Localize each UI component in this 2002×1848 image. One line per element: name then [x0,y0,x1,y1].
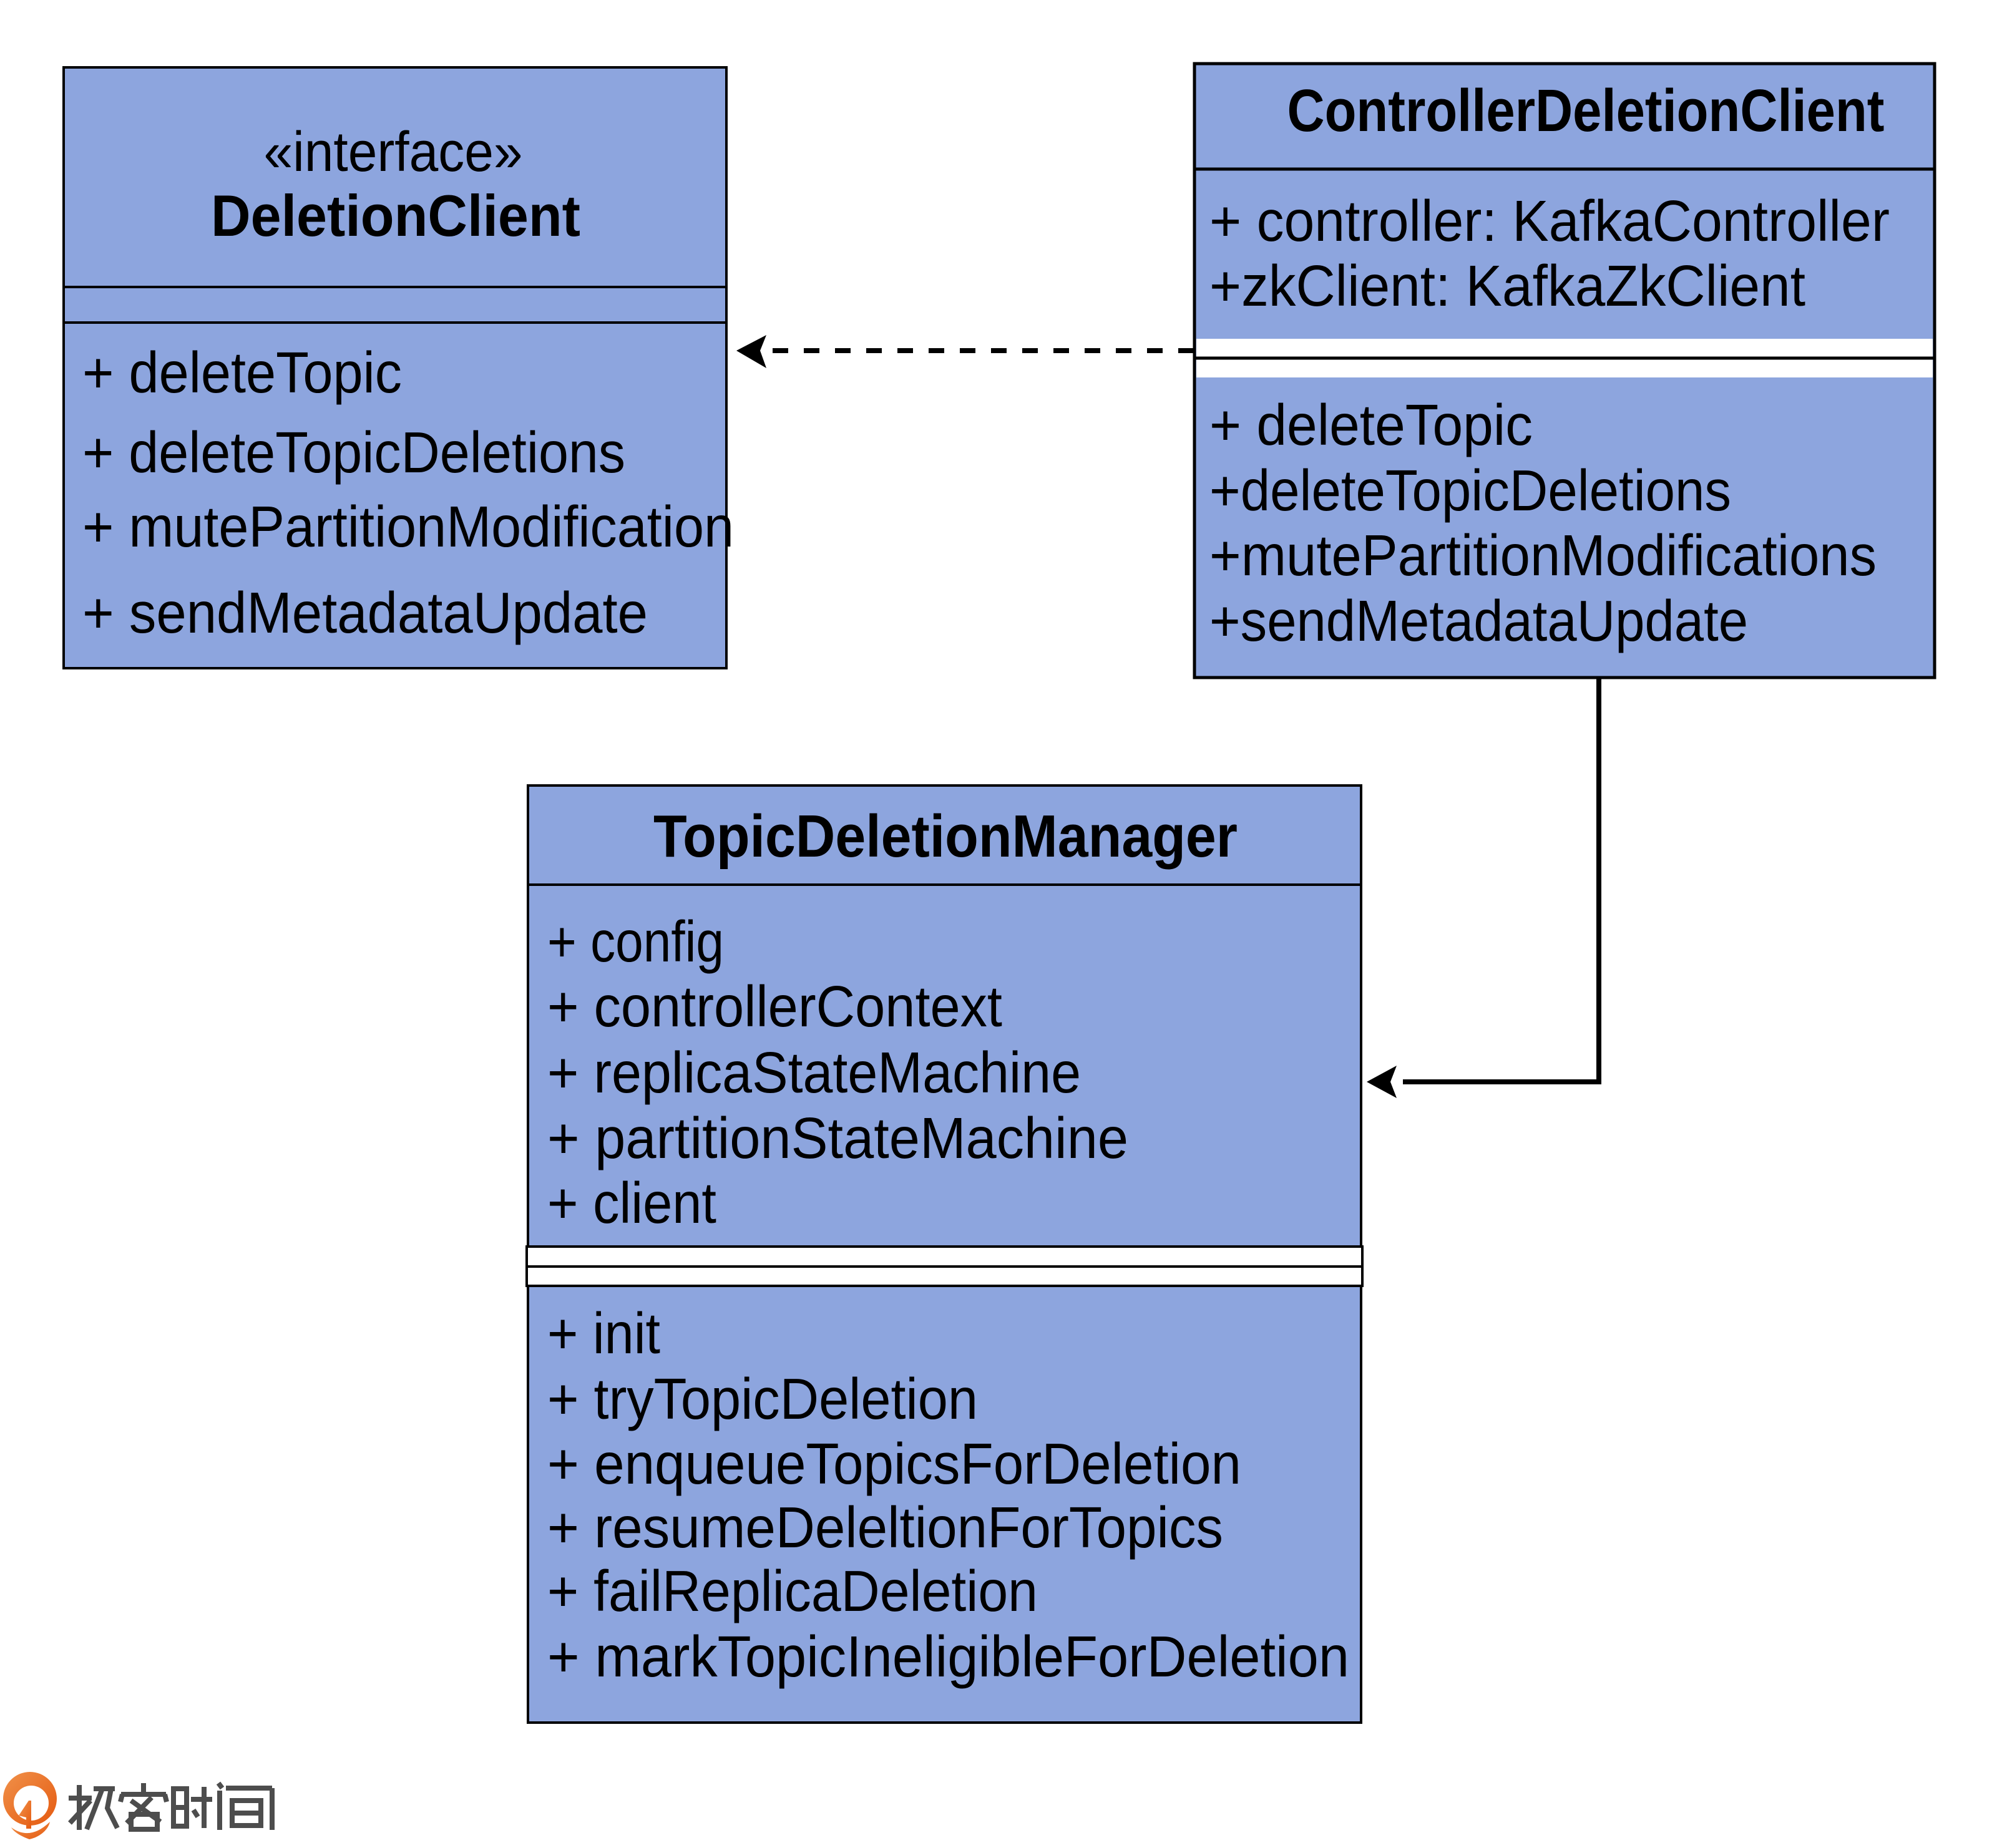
svg-text:+ controllerContext: + controllerContext [547,974,1002,1039]
svg-text:+ config: + config [547,909,724,974]
svg-text:+ controller: KafkaController: + controller: KafkaController [1209,188,1890,253]
svg-text:+ init: + init [547,1301,660,1366]
svg-text:+ deleteTopic: + deleteTopic [1209,392,1533,457]
svg-text:+ deleteTopicDeletions: + deleteTopicDeletions [82,420,625,485]
svg-text:+sendMetadataUpdate: +sendMetadataUpdate [1209,588,1748,653]
svg-text:TopicDeletionManager: TopicDeletionManager [653,803,1238,870]
svg-text:+ tryTopicDeletion: + tryTopicDeletion [547,1366,978,1431]
svg-text:+ partitionStateMachine: + partitionStateMachine [547,1106,1128,1170]
svg-text:+ resumeDeleltionForTopics: + resumeDeleltionForTopics [547,1495,1223,1560]
svg-text:+ mutePartitionModification: + mutePartitionModification [82,494,734,559]
svg-text:+ replicaStateMachine: + replicaStateMachine [547,1040,1081,1105]
svg-text:+ markTopicIneligibleForDeleti: + markTopicIneligibleForDeletion [547,1624,1349,1689]
svg-text:+ sendMetadataUpdate: + sendMetadataUpdate [82,580,648,645]
svg-text:+ deleteTopic: + deleteTopic [82,340,402,405]
svg-text:DeletionClient: DeletionClient [211,183,580,248]
svg-text:+ client: + client [547,1170,716,1235]
svg-text:«interface»: «interface» [264,121,523,183]
svg-text:+deleteTopicDeletions: +deleteTopicDeletions [1209,458,1731,523]
svg-text:+mutePartitionModifications: +mutePartitionModifications [1209,523,1877,588]
svg-text:ControllerDeletionClient: ControllerDeletionClient [1287,77,1885,144]
svg-text:+zkClient: KafkaZkClient: +zkClient: KafkaZkClient [1209,253,1805,318]
svg-text:+ failReplicaDeletion: + failReplicaDeletion [547,1559,1038,1623]
svg-text:+ enqueueTopicsForDeletion: + enqueueTopicsForDeletion [547,1431,1241,1496]
